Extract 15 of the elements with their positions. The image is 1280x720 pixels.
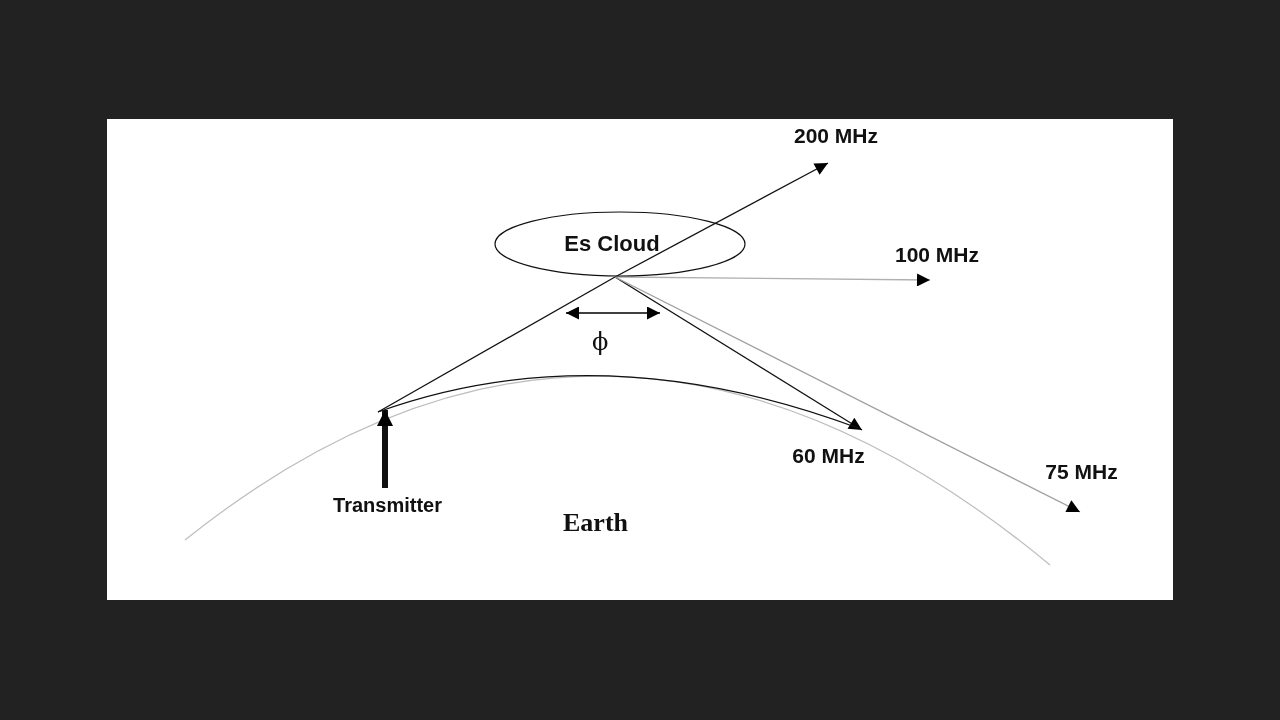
angle-symbol: ϕ: [592, 328, 609, 356]
frequency-label: 100 MHz: [895, 243, 979, 267]
ray-line: [377, 276, 616, 413]
frequency-label: 75 MHz: [1045, 460, 1118, 484]
ray-line: [377, 375, 859, 429]
frequency-label: 200 MHz: [794, 124, 878, 148]
ray-arrow: [614, 276, 1081, 513]
ray-arrow: [614, 276, 863, 431]
cloud-label: Es Cloud: [564, 231, 660, 257]
transmitter-label: Transmitter: [333, 493, 442, 517]
es-cloud-ellipse: [494, 211, 746, 277]
frequency-label: 60 MHz: [792, 444, 865, 468]
thick-arrow: [377, 410, 393, 488]
earth-label: Earth: [563, 508, 628, 538]
ray-arrow: [614, 273, 931, 287]
